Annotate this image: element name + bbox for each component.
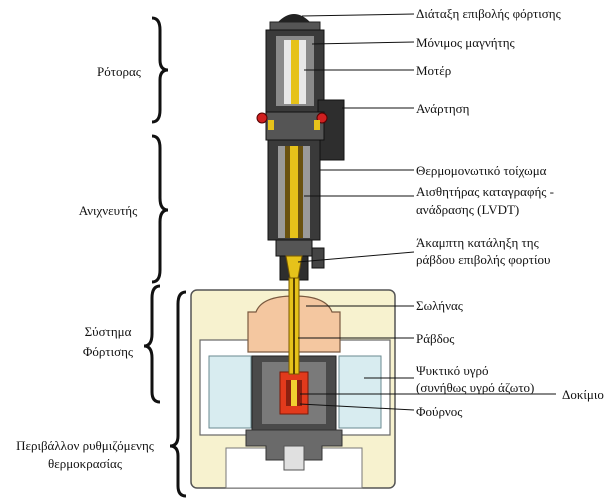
part-label-rod: Ράβδος	[416, 331, 455, 346]
part-label-specimen: Δοκίμιο	[562, 387, 604, 402]
part-label-motor: Μοτέρ	[416, 63, 452, 78]
rotor-assembly	[256, 14, 345, 161]
sensor-bracket	[151, 134, 169, 284]
part-label-coolant-line1: Ψυκτικό υγρό	[416, 363, 489, 378]
environment-bracket	[169, 290, 187, 498]
group-label-loading-line2: Φόρτισης	[82, 344, 134, 359]
group-label-rotor: Ρότορας	[97, 64, 141, 79]
sensor-assembly	[267, 139, 325, 269]
part-label-tube: Σωλήνας	[416, 298, 463, 313]
part-label-suspension: Ανάρτηση	[416, 101, 470, 116]
part-label-lvdt-line2: ανάδρασης (LVDT)	[416, 202, 520, 217]
group-label-sensor: Ανιχνευτής	[78, 203, 138, 218]
group-label-environment-line2: θερμοκρασίας	[48, 456, 122, 471]
furnace-specimen	[279, 371, 309, 415]
part-label-rigid-end-line2: ράβδου επιβολής φορτίου	[416, 252, 551, 267]
part-label-rigid-end-line1: Άκαμπτη κατάληξη της	[416, 235, 539, 250]
group-label-environment-line1: Περιβάλλον ρυθμιζόμενης	[16, 438, 154, 453]
part-label-load-device: Διάταξη επιβολής φόρτισης	[416, 6, 561, 21]
part-label-coolant-line2: (συνήθως υγρό άζωτο)	[416, 380, 535, 395]
rotor-bracket	[151, 16, 169, 124]
part-label-magnet: Μόνιμος μαγνήτης	[416, 35, 515, 50]
leader-lines	[297, 13, 556, 411]
group-brackets	[143, 16, 187, 498]
group-label-loading-line1: Σύστημα	[84, 324, 132, 339]
loading-bracket	[143, 284, 161, 404]
part-label-thermal-wall: Θερμομονωτικό τοίχωμα	[416, 163, 547, 178]
part-label-lvdt-line1: Αισθητήρας καταγραφής -	[416, 184, 554, 199]
part-label-furnace: Φούρνος	[416, 404, 463, 419]
